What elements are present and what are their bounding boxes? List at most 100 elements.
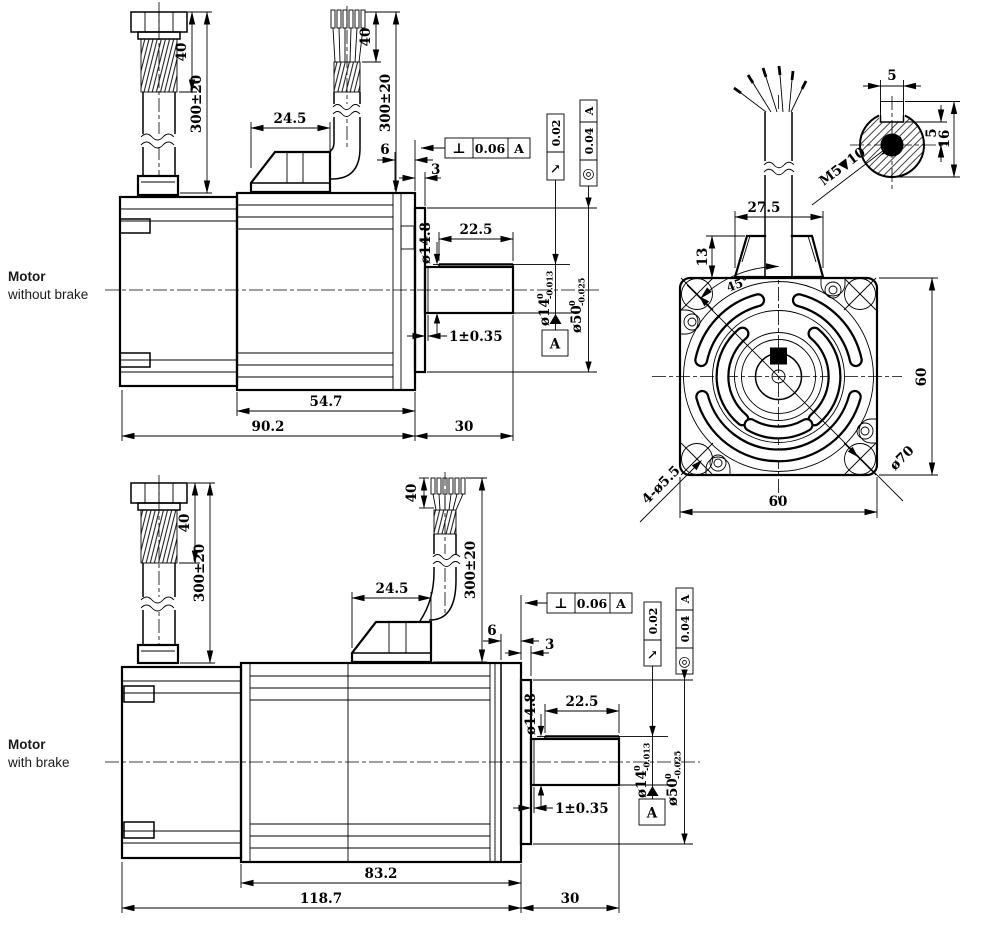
dim-total-length: 90.2 [252, 419, 285, 435]
encoder-connector-brake [350, 620, 433, 664]
runout-value: 0.02 [647, 608, 660, 635]
dim-b-cable1-exposed: 40 [177, 514, 193, 533]
datum-label: A [646, 806, 658, 822]
perp-datum: A [615, 596, 626, 611]
dim-overall: 16 [937, 130, 953, 149]
perp-datum: A [513, 141, 524, 156]
dim-front-connector-width: 27.5 [748, 200, 781, 216]
center-hole [771, 369, 786, 384]
shaft-tol-lower: -0.013 [642, 742, 652, 771]
mounting-holes [680, 277, 877, 476]
bolt-circle-diagonal [686, 284, 904, 502]
circular-runout-icon: ↗ [550, 162, 561, 177]
dim-b-total-length: 118.7 [300, 891, 342, 907]
dim-b-pilot-depth: 3 [545, 637, 554, 653]
shaft-dia-callout: ø14 0 -0.013 [535, 270, 555, 326]
dim-key-to-center: 5 [924, 128, 940, 137]
dim-cable2-length: 300±20 [378, 74, 394, 132]
shaft-end-detail: M5▼10 5 5 16 [811, 68, 960, 206]
dim-cable1-length: 300±20 [189, 75, 205, 133]
cable-left-brake [130, 482, 188, 665]
dim-b-cable2-exposed: 40 [404, 484, 420, 503]
label-motor-with-brake-line2: with brake [7, 755, 70, 770]
dim-b-shoulder: 1±0.35 [555, 801, 609, 817]
extension-lines [121, 11, 597, 441]
perpendicularity-icon: ⊥ [554, 596, 567, 612]
cable-right [322, 9, 366, 180]
pilot-tol-upper: 0 [663, 773, 673, 779]
pilot-tol-lower: -0.025 [577, 278, 587, 306]
pilot-tol-upper: 0 [567, 300, 577, 306]
dim-pilot-depth: 3 [431, 162, 440, 178]
shaft-brake [519, 678, 621, 846]
wire-bundle [140, 38, 178, 93]
shaft-tol-lower: -0.013 [545, 270, 555, 299]
motor-body [118, 191, 417, 392]
label-motor-without-brake-line2: without brake [7, 287, 88, 302]
dimensions: 40 300±20 40 300±20 24.5 6 3 22.5 ø14.8 … [121, 11, 514, 440]
perpendicularity-icon: ⊥ [452, 141, 465, 157]
conc-datum: A [679, 594, 692, 604]
cable-right-brake [419, 477, 466, 622]
cable-left [130, 11, 188, 197]
datum-triangle [549, 314, 562, 324]
dim-key-width: 5 [887, 68, 896, 84]
dim-cable1-exposed: 40 [174, 43, 190, 62]
dim-b-cable1-length: 300±20 [192, 544, 208, 602]
label-motor-with-brake-line1: Motor [8, 737, 46, 752]
dim-key-length: 22.5 [460, 222, 493, 238]
perp-value: 0.06 [577, 596, 608, 611]
dim-b-body-length: 83.2 [365, 866, 398, 882]
motor-body-brake [120, 661, 523, 864]
side-view-motor-with-brake: 40 300±20 40 300±20 24.5 6 3 22.5 ø14.8 … [105, 472, 700, 913]
cable-break [140, 133, 175, 141]
dim-tapped-hole: M5▼10 [816, 144, 868, 189]
wire-fan [733, 65, 808, 113]
dim-shaft-length: 30 [455, 419, 474, 435]
perp-value: 0.06 [475, 141, 506, 156]
dim-b-cable2-length: 300±20 [463, 541, 479, 599]
shaft-tol-upper: 0 [535, 293, 545, 299]
dim-b-connector-width: 24.5 [376, 581, 409, 597]
pilot-dia: ø50 [665, 778, 681, 806]
dim-b-shaft-length: 30 [561, 891, 580, 907]
shaft-dia: ø14 [537, 298, 553, 326]
dim-shoulder: 1±0.35 [449, 329, 503, 345]
dimensions-brake: 40 300±20 40 300±20 24.5 6 3 22.5 ø14.8 … [121, 477, 620, 912]
dim-frame-width: 60 [769, 494, 788, 510]
cable-gland [136, 174, 180, 197]
pilot-dia: ø50 [569, 305, 585, 333]
dim-frame-height: 60 [914, 368, 930, 387]
dim-bolt-circle: ø70 [887, 443, 918, 474]
shaft-tol-upper: 0 [632, 765, 642, 771]
dim-connector-width: 24.5 [274, 111, 307, 127]
tab-features [680, 278, 877, 475]
side-view-motor-without-brake: 40 300±20 40 300±20 24.5 6 3 22.5 ø14.8 … [105, 2, 600, 441]
dim-flange-thickness: 6 [380, 142, 389, 158]
dim-cable2-exposed: 40 [358, 28, 374, 47]
vent-slots [694, 293, 863, 463]
encoder-connector [249, 150, 332, 194]
gdt-frames-brake: ⊥ 0.06 A ↗ 0.02 ◎ 0.04 A A [524, 587, 694, 844]
concentricity-icon: ◎ [678, 654, 690, 670]
runout-value: 0.02 [550, 120, 563, 147]
pilot-tol-lower: -0.025 [673, 751, 683, 779]
conc-value: 0.04 [679, 615, 692, 642]
conc-value: 0.04 [583, 127, 596, 154]
pilot-dia-callout: ø50 0 -0.025 [567, 278, 587, 333]
dim-b-key-length: 22.5 [566, 694, 599, 710]
concentricity-icon: ◎ [582, 166, 594, 182]
keyway [770, 347, 787, 365]
dim-front-connector-height: 13 [695, 248, 711, 267]
datum-label: A [549, 337, 561, 353]
dim-b-key-over-dia: ø14.8 [523, 693, 539, 735]
gdt-frames: ⊥ 0.06 A ↗ 0.02 ◎ 0.04 A A [420, 99, 598, 372]
label-motor-without-brake-line1: Motor [8, 269, 46, 284]
pilot-dia-callout-brake: ø50 0 -0.025 [663, 751, 683, 806]
dim-body-length: 54.7 [310, 394, 343, 410]
datum-triangle [646, 786, 659, 796]
dim-b-flange-thickness: 6 [487, 623, 496, 639]
dim-key-over-dia: ø14.8 [418, 222, 434, 264]
